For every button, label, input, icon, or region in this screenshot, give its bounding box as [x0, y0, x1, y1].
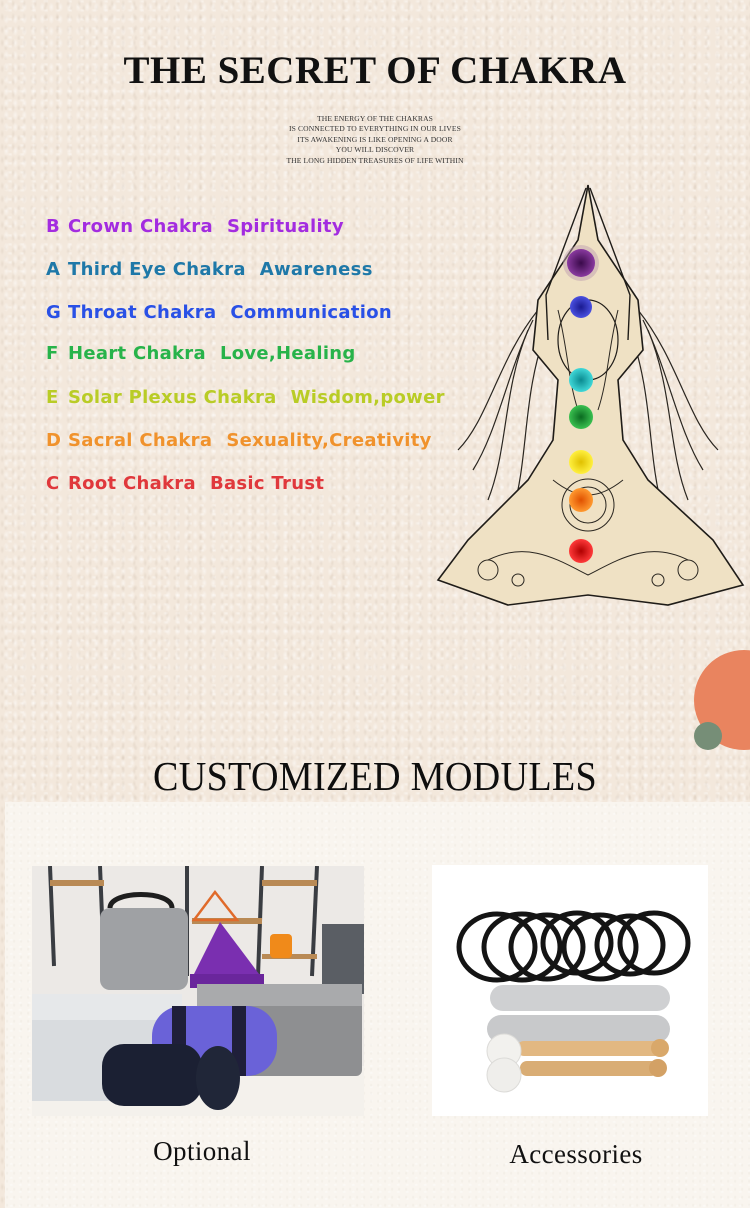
meditation-figure-illustration — [428, 180, 750, 620]
chakra-name: Sacral Chakra — [68, 430, 213, 451]
chakra-item-throat: G Throat Chakra Communication — [46, 302, 392, 323]
chakra-name: Heart Chakra — [68, 343, 206, 364]
chakra-letter: C — [46, 473, 60, 494]
section-title-customized-modules: CUSTOMIZED MODULES — [153, 753, 597, 799]
chakra-letter: F — [46, 343, 59, 364]
chakra-meaning: Basic Trust — [209, 473, 325, 494]
module-label-optional: Optional — [153, 1136, 251, 1166]
chakra-name: Solar Plexus Chakra — [68, 387, 277, 408]
page-title: THE SECRET OF CHAKRA — [123, 49, 627, 92]
chakra-meaning: Sexuality,Creativity — [226, 430, 432, 451]
chakra-meaning: Spirituality — [226, 216, 344, 237]
optional-carry-bags-image — [32, 866, 364, 1116]
subtitle-line: IS CONNECTED TO EVERYTHING IN OUR LIVES — [289, 124, 461, 134]
heart-chakra-orb — [569, 405, 593, 429]
subtitle-line: THE ENERGY OF THE CHAKRAS — [317, 114, 433, 123]
chakra-item-heart: F Heart Chakra Love,Healing — [46, 343, 356, 364]
subtitle-line: THE LONG HIDDEN TREASURES OF LIFE WITHIN — [286, 155, 464, 165]
chakra-name: Root Chakra — [68, 473, 196, 494]
decorative-green-circle — [694, 722, 722, 750]
subtitle-line: ITS AWAKENING IS LIKE OPENING A DOOR — [297, 134, 453, 144]
throat-chakra-orb — [569, 368, 593, 392]
sacral-chakra-orb — [569, 488, 593, 512]
chakra-meaning: Awareness — [259, 259, 373, 280]
chakra-item-sacral: D Sacral Chakra Sexuality,Creativity — [46, 430, 432, 451]
chakra-item-root: C Root Chakra Basic Trust — [46, 473, 324, 494]
module-label-accessories: Accessories — [509, 1139, 643, 1169]
chakra-item-crown: B Crown Chakra Spirituality — [46, 216, 344, 237]
chakra-letter: A — [46, 259, 61, 280]
chakra-letter: G — [46, 302, 62, 323]
chakra-letter: B — [46, 216, 61, 237]
chakra-letter: E — [46, 387, 59, 408]
chakra-letter: D — [46, 430, 62, 451]
third-eye-chakra-orb — [570, 296, 592, 318]
subtitle-line: YOU WILL DISCOVER — [335, 145, 415, 155]
chakra-item-solar-plexus: E Solar Plexus Chakra Wisdom,power — [46, 387, 445, 408]
chakra-name: Third Eye Chakra — [68, 259, 246, 280]
chakra-name: Crown Chakra — [68, 216, 213, 237]
solar-plexus-chakra-orb — [569, 450, 593, 474]
accessories-image — [432, 865, 708, 1116]
chakra-meaning: Communication — [230, 302, 392, 323]
root-chakra-orb — [569, 539, 593, 563]
chakra-meaning: Wisdom,power — [290, 387, 445, 408]
chakra-meaning: Love,Healing — [219, 343, 356, 364]
crown-chakra-orb — [567, 249, 595, 277]
chakra-item-third-eye: A Third Eye Chakra Awareness — [46, 259, 373, 280]
chakra-name: Throat Chakra — [68, 302, 217, 323]
subtitle: THE ENERGY OF THE CHAKRAS IS CONNECTED T… — [0, 114, 750, 166]
